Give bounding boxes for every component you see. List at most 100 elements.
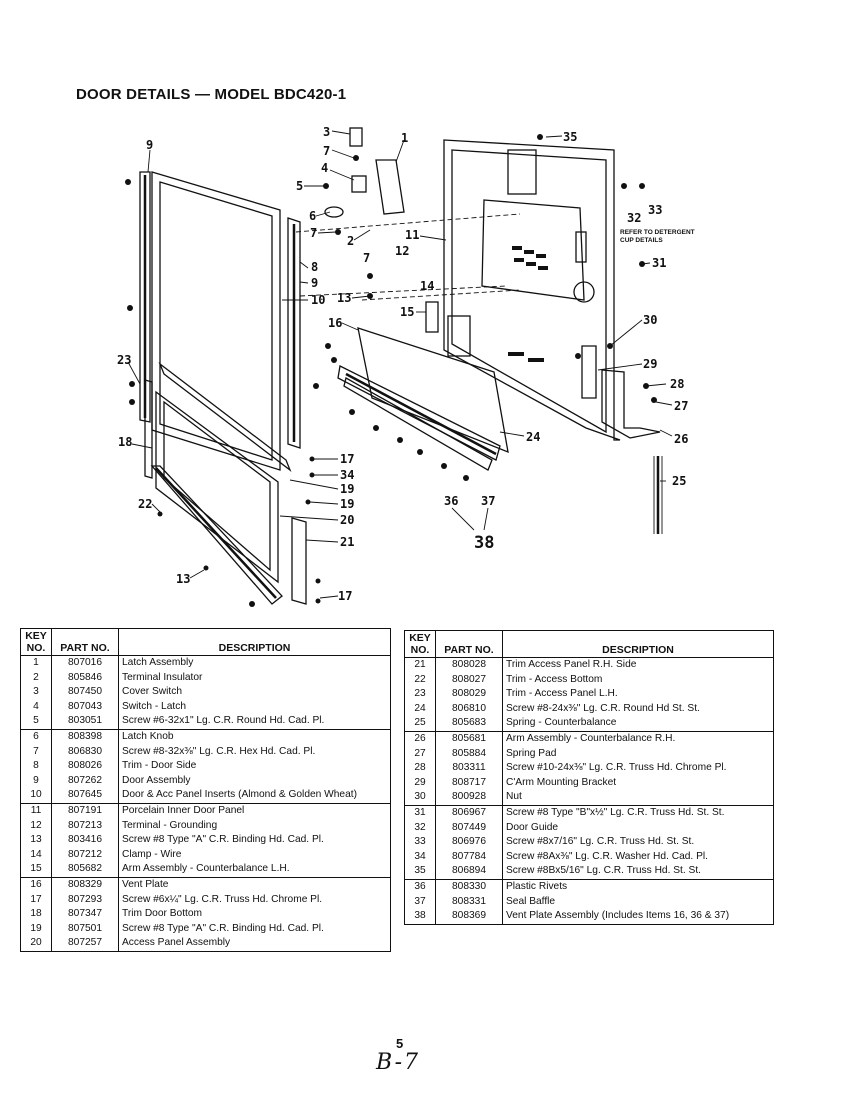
description-cell: Terminal - Grounding <box>118 818 391 834</box>
door-exploded-diagram: 3 7 1 35 9 4 5 33 32 6 7 2 11 12 8 9 10 … <box>117 125 695 607</box>
part-no-header: PART NO. <box>435 630 503 658</box>
description-cell: Screw #8x7/16" Lg. C.R. Truss Hd. St. St… <box>502 835 774 850</box>
key-no-cell: 34 <box>404 849 436 865</box>
key-no-cell: 22 <box>404 672 436 688</box>
callout: 13 <box>176 572 190 586</box>
callout: 10 <box>311 293 325 307</box>
part-no-cell: 807043 <box>51 699 119 715</box>
callout: 7 <box>363 251 370 265</box>
part-no-cell: 807016 <box>51 655 119 671</box>
callout: 30 <box>643 313 657 327</box>
description-cell: Clamp - Wire <box>118 847 391 863</box>
key-no-cell: 11 <box>20 803 52 819</box>
description-cell: Spring - Counterbalance <box>502 716 774 732</box>
description-cell: Screw #8Ax⅜" Lg. C.R. Washer Hd. Cad. Pl… <box>502 849 774 865</box>
key-no-cell: 21 <box>404 657 436 673</box>
part-no-cell: 800928 <box>435 790 503 806</box>
callout: 17 <box>340 452 354 466</box>
part-no-cell: 807212 <box>51 847 119 863</box>
description-cell: Screw #6-32x1" Lg. C.R. Round Hd. Cad. P… <box>118 714 391 730</box>
part-no-cell: 807450 <box>51 685 119 700</box>
callout: 35 <box>563 130 577 144</box>
key-no-cell: 18 <box>20 907 52 922</box>
description-cell: Screw #8 Type "A" C.R. Binding Hd. Cad. … <box>118 921 391 937</box>
key-no-cell: 35 <box>404 864 436 880</box>
callout: 1 <box>401 131 408 145</box>
callout: 16 <box>328 316 342 330</box>
part-no-cell: 808369 <box>435 909 503 925</box>
part-no-cell: 805884 <box>435 746 503 762</box>
part-no-cell: 808329 <box>51 877 119 893</box>
handwritten-page-mark: B-7 <box>376 1050 421 1075</box>
key-no-cell: 31 <box>404 805 436 821</box>
description-header: DESCRIPTION <box>502 630 774 658</box>
door-assembly-drawing <box>125 171 321 607</box>
key-no-cell: 9 <box>20 773 52 789</box>
key-no-cell: 38 <box>404 909 436 925</box>
description-cell: Latch Assembly <box>118 655 391 671</box>
detergent-cup-note: CUP DETAILS <box>620 237 663 244</box>
key-no-cell: 17 <box>20 892 52 908</box>
callout: 12 <box>395 244 409 258</box>
key-no-cell: 19 <box>20 921 52 937</box>
description-cell: Plastic Rivets <box>502 879 774 895</box>
callout: 9 <box>146 138 153 152</box>
description-cell: Vent Plate <box>118 877 391 893</box>
part-no-cell: 807257 <box>51 936 119 952</box>
callout: 11 <box>405 228 419 242</box>
description-cell: Screw #8 Type "A" C.R. Binding Hd. Cad. … <box>118 833 391 848</box>
callout: 6 <box>309 209 316 223</box>
key-no-cell: 23 <box>404 687 436 702</box>
callout: 32 <box>627 211 641 225</box>
callout: 27 <box>674 399 688 413</box>
callout: 33 <box>648 203 662 217</box>
part-no-cell: 808029 <box>435 687 503 702</box>
callout: 19 <box>340 497 354 511</box>
key-no-header: KEY NO. <box>404 630 436 658</box>
description-cell: Arm Assembly - Counterbalance L.H. <box>118 862 391 878</box>
key-no-cell: 25 <box>404 716 436 732</box>
callout: 38 <box>474 533 494 553</box>
page-number: 5 <box>396 1036 404 1051</box>
part-no-cell: 803416 <box>51 833 119 848</box>
part-no-cell: 805681 <box>435 731 503 747</box>
part-no-cell: 807213 <box>51 818 119 834</box>
key-no-cell: 16 <box>20 877 52 893</box>
description-cell: Screw #8-32x⅜" Lg. C.R. Hex Hd. Cad. Pl. <box>118 744 391 760</box>
description-cell: Seal Baffle <box>502 894 774 910</box>
callout: 24 <box>526 430 540 444</box>
key-no-cell: 15 <box>20 862 52 878</box>
page-title: DOOR DETAILS — MODEL BDC420-1 <box>76 86 347 103</box>
part-no-cell: 808398 <box>51 729 119 745</box>
key-no-cell: 4 <box>20 699 52 715</box>
callout: 29 <box>643 357 657 371</box>
description-cell: Spring Pad <box>502 746 774 762</box>
callout: 36 <box>444 494 458 508</box>
part-no-cell: 806810 <box>435 701 503 717</box>
description-cell: Vent Plate Assembly (Includes Items 16, … <box>502 909 774 925</box>
description-cell: Switch - Latch <box>118 699 391 715</box>
key-no-cell: 20 <box>20 936 52 952</box>
key-no-cell: 1 <box>20 655 52 671</box>
key-no-cell: 29 <box>404 775 436 791</box>
description-cell: Trim Access Panel R.H. Side <box>502 657 774 673</box>
key-no-cell: 12 <box>20 818 52 834</box>
callout-labels: 3 7 1 35 9 4 5 33 32 6 7 2 11 12 8 9 10 … <box>117 125 695 603</box>
callout: 3 <box>323 125 330 139</box>
part-no-cell: 807449 <box>435 820 503 836</box>
